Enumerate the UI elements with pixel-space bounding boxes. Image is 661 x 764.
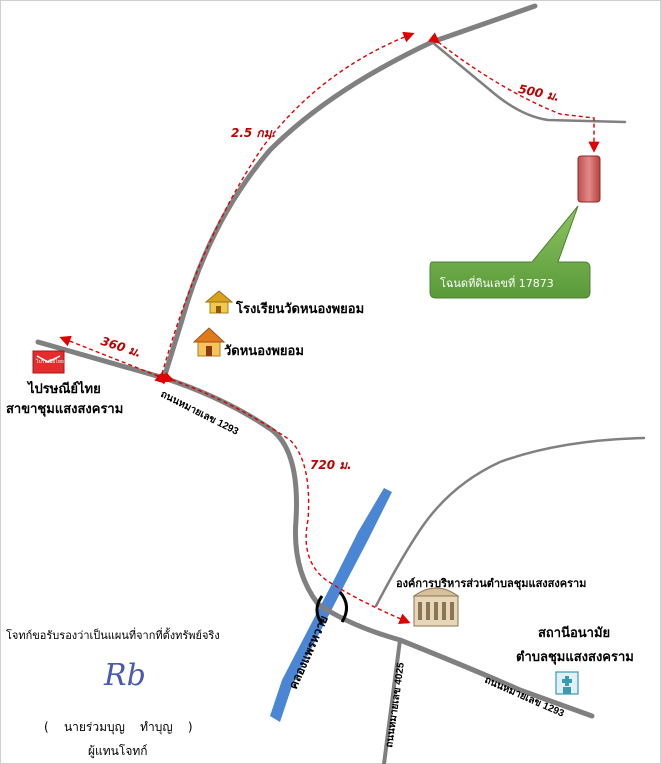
route-to-plot (427, 32, 600, 153)
post-office-label-line2: สาขาชุมแสงสงคราม (6, 402, 124, 417)
signature: Rb (104, 658, 146, 693)
route-north (154, 31, 415, 384)
land-plot-marker (577, 155, 601, 203)
distance-2-5km: 2.5 กม. (231, 126, 277, 140)
post-office-logo-icon (32, 350, 65, 374)
road-label-1293-lower: ถนนหมายเลข 1293 (483, 675, 566, 720)
route-post-office (59, 335, 168, 385)
route-bridge (162, 371, 411, 624)
certification-statement: โจทก์ขอรับรองว่าเป็นแผนที่จากที่ตั้งทรัพ… (6, 629, 220, 642)
temple-icon (192, 327, 226, 357)
signer-name: ( นายร่วมบุญ ทำบุญ ) (44, 720, 193, 734)
post-office-logo-text: ไปรษณีย์ไทย (36, 359, 64, 365)
signer-role: ผู้แทนโจทก์ (88, 744, 148, 758)
callout-shape (429, 205, 591, 299)
school-label: โรงเรียนวัดหนองพยอม (236, 302, 365, 317)
road-label-1293-upper: ถนนหมายเลข 1293 (159, 389, 241, 438)
health-station-label-line1: สถานีอนามัย (538, 626, 611, 641)
land-deed-callout-text: โฉนดที่ดินเลขที่ 17873 (440, 277, 554, 290)
post-office-label-line1: ไปรษณีย์ไทย (28, 382, 101, 397)
school-icon (204, 290, 234, 314)
bridge-icon (315, 591, 348, 625)
canal-label: คลองแพรหวาย (286, 613, 331, 691)
tao-office-building-icon (412, 587, 460, 627)
health-station-label-line2: ตำบลชุมแสงสงคราม (516, 650, 634, 665)
road-northwest (161, 3, 538, 381)
health-station-icon (555, 671, 579, 695)
road-4025 (382, 638, 402, 764)
temple-label: วัดหนองพยอม (224, 344, 304, 359)
tao-office-label: องค์การบริหารส่วนตำบลชุมแสงสงคราม (396, 577, 587, 590)
distance-720m: 720 ม. (310, 458, 352, 472)
road-label-4025: ถนนหมายเลข 4025 (384, 661, 407, 748)
